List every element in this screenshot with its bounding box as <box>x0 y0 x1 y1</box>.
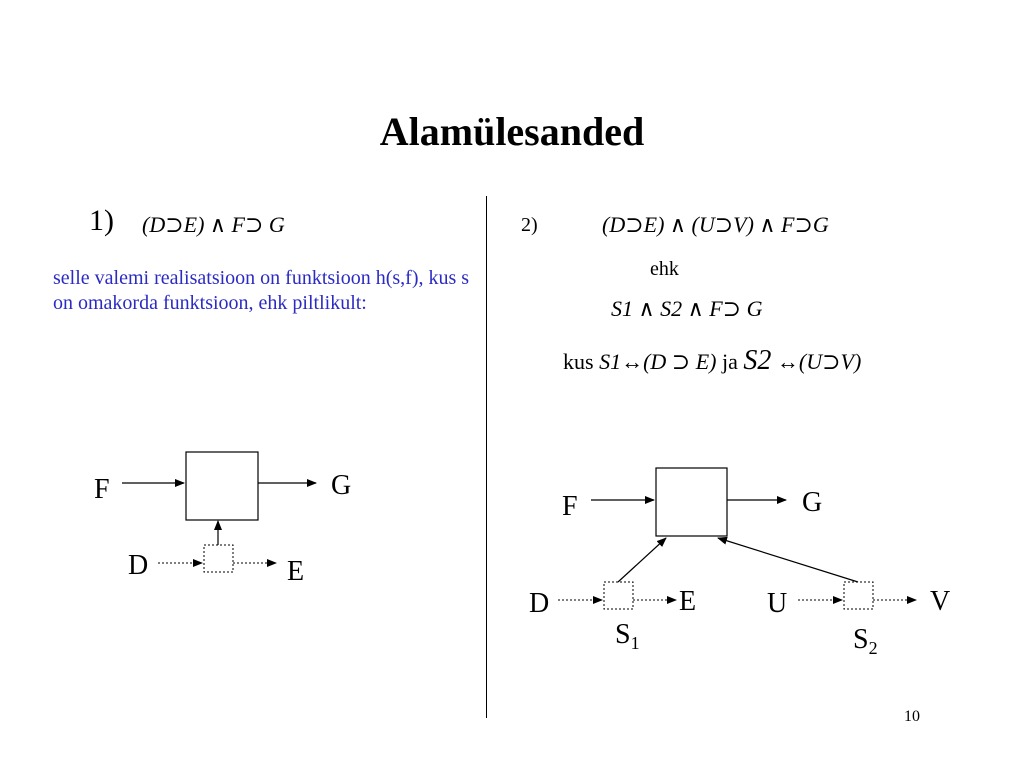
where-kus: kus <box>563 349 594 374</box>
label-f-left: F <box>94 474 110 505</box>
arrow-s2-up <box>717 536 859 583</box>
label-s1: S1 <box>615 619 640 653</box>
label-d-right: D <box>529 588 549 619</box>
main-box-left <box>185 451 259 521</box>
where-s1-def: ↔(D ⊃ E) <box>621 349 717 374</box>
diagram-right: F G D E U V S1 S2 <box>529 467 950 658</box>
s2-subscript: 2 <box>869 638 878 658</box>
s1-subscript: 1 <box>631 633 640 653</box>
diagram-left: F G D E <box>94 451 351 587</box>
label-u-right: U <box>767 588 787 619</box>
label-d-left: D <box>128 550 148 581</box>
label-g-right: G <box>802 487 822 518</box>
s2-letter: S <box>853 624 869 655</box>
item-number-1: 1) <box>89 204 114 237</box>
label-e-left: E <box>287 556 304 587</box>
slide-title: Alamülesanded <box>379 109 645 154</box>
item-number-2: 2) <box>521 214 538 236</box>
label-s2: S2 <box>853 624 878 658</box>
column-divider <box>486 196 487 718</box>
description-text: selle valemi realisatsioon on funktsioon… <box>53 267 470 314</box>
page-number: 10 <box>904 708 920 725</box>
label-g-left: G <box>331 470 351 501</box>
s1-letter: S <box>615 619 631 650</box>
label-f-right: F <box>562 491 578 522</box>
formula-s: S1 ∧ S2 ∧ F⊃ G <box>611 296 763 321</box>
label-e-right: E <box>679 586 696 617</box>
where-clause: kus S1↔(D ⊃ E) ja S2 ↔(U⊃V) <box>563 345 861 377</box>
formula-2: (D⊃E) ∧ (U⊃V) ∧ F⊃G <box>602 212 829 237</box>
main-box-right <box>655 467 728 537</box>
where-s1: S1 <box>599 349 622 374</box>
arrow-s1-up <box>617 537 667 583</box>
s1-box <box>603 581 634 610</box>
sub-box-left <box>203 544 234 573</box>
s2-box <box>843 581 874 610</box>
where-s2-def: ↔(U⊃V) <box>776 349 862 374</box>
where-ja: ja <box>721 349 738 374</box>
or-word: ehk <box>650 258 679 280</box>
label-v-right: V <box>930 586 950 617</box>
where-s2: S2 <box>743 345 772 376</box>
formula-1: (D⊃E) ∧ F⊃ G <box>142 212 285 237</box>
